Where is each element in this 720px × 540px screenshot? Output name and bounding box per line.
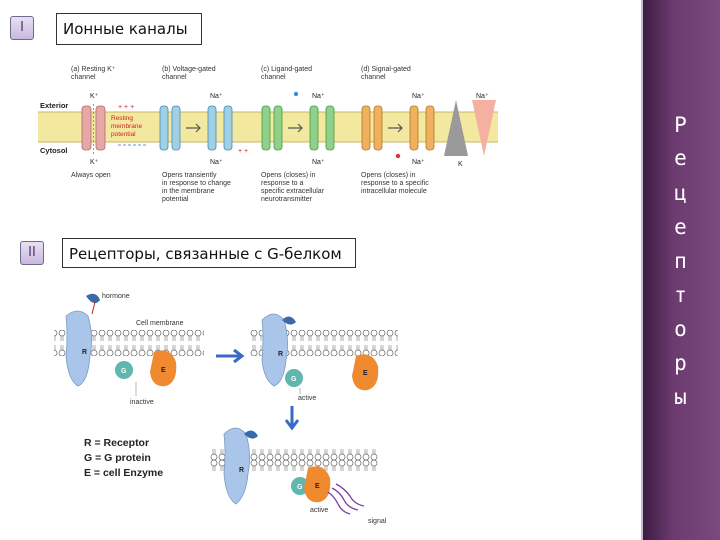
side-word-letter: ы: [674, 385, 687, 409]
caption-d1: Opens (closes) in: [361, 172, 416, 179]
na-d-bottom: Na⁺: [412, 159, 425, 166]
section-title-ion-channels: Ионные каналы: [56, 13, 202, 45]
caption-a: Always open: [71, 172, 111, 179]
enzyme-2: [352, 354, 379, 391]
ligand-gated-channel-closed: [261, 105, 283, 151]
enzyme-1: [150, 350, 177, 387]
caption-c3: specific extracellular: [261, 188, 325, 195]
side-rail: [641, 0, 720, 540]
k-gradient-triangle: [444, 100, 468, 156]
plus-bottom: + +: [238, 148, 248, 155]
caption-c2: response to a: [261, 180, 304, 187]
na-b-bottom: Na⁺: [210, 159, 223, 166]
signal-arrow: [388, 123, 403, 133]
receptor-2-label: R: [278, 351, 283, 358]
cytosol-label: Cytosol: [40, 146, 68, 155]
signal-label: signal: [368, 518, 387, 525]
active-label-1: active: [298, 395, 316, 402]
side-word-letter: е: [674, 215, 687, 239]
k-bottom-label: K⁺: [90, 159, 99, 166]
signal-waves: [327, 483, 365, 515]
panel-c-label2: channel: [261, 74, 286, 81]
section-marker-2: II: [20, 241, 44, 265]
na-c-bottom: Na⁺: [312, 159, 325, 166]
side-word-letter: т: [674, 283, 687, 307]
panel-d-label: (d) Signal-gated: [361, 66, 411, 73]
gpcr-diagram: hormone Cell membrane R G E inactive R G…: [54, 293, 398, 525]
na-gradient-triangle: [472, 100, 496, 156]
voltage-gated-channel-open: [207, 105, 233, 151]
caption-b3: in the membrane: [162, 188, 215, 195]
section-title-gpcr: Рецепторы, связанные с G-белком: [62, 238, 356, 268]
resting-label-2: membrane: [111, 123, 142, 130]
voltage-arrow: [186, 123, 201, 133]
resting-label-3: potential: [111, 131, 136, 138]
na-d-top: Na⁺: [412, 93, 425, 100]
voltage-gated-channel-closed: [159, 105, 181, 151]
inactive-label: inactive: [130, 399, 154, 406]
cell-membrane-label: Cell membrane: [136, 320, 184, 327]
k-right-label: K: [458, 161, 463, 168]
caption-b4: potential: [162, 196, 189, 203]
legend-receptor: R = Receptor: [84, 437, 149, 449]
legend-enzyme: E = cell Enzyme: [84, 467, 163, 479]
ligand-molecule: [293, 91, 299, 97]
enzyme-1-label: E: [161, 367, 166, 374]
g-protein-2-label: G: [291, 376, 297, 383]
caption-c4: neurotransmitter: [261, 196, 313, 203]
legend-g-protein: G = G protein: [84, 452, 151, 464]
ion-channels-diagram: (a) Resting K⁺ channel (b) Voltage-gated…: [38, 66, 498, 203]
enzyme-2-label: E: [363, 370, 368, 377]
transition-arrow-down: [284, 406, 300, 431]
panel-b-label2: channel: [162, 74, 187, 81]
na-right-label: Na⁺: [476, 93, 489, 100]
panel-d-label2: channel: [361, 74, 386, 81]
receptor-1: [65, 310, 92, 387]
ligand-arrow: [288, 123, 303, 133]
na-c-top: Na⁺: [312, 93, 325, 100]
caption-b2: in response to change: [162, 180, 231, 187]
side-word-letter: о: [674, 317, 687, 341]
g-protein-1: [115, 361, 133, 379]
side-word-letter: Р: [674, 113, 687, 137]
caption-d2: response to a specific: [361, 180, 429, 187]
signal-molecule: [395, 153, 401, 159]
side-word-letter: ц: [674, 181, 687, 205]
caption-c1: Opens (closes) in: [261, 172, 316, 179]
panel-c-label: (c) Ligand-gated: [261, 66, 312, 73]
panel-a-label2: channel: [71, 74, 96, 81]
panel-a-label: (a) Resting K⁺: [71, 66, 116, 73]
receptor-3: [223, 427, 250, 505]
enzyme-3-label: E: [315, 483, 320, 490]
receptor-2: [261, 313, 288, 387]
receptor-3-label: R: [239, 467, 244, 474]
signal-gated-channel-open: [409, 105, 435, 151]
plus-top: + + +: [118, 104, 134, 111]
resting-label-1: Resting: [111, 115, 133, 122]
g-protein-3-label: G: [297, 484, 303, 491]
resting-k-channel: [81, 104, 106, 154]
section-marker-1: I: [10, 16, 34, 40]
g-protein-2: [285, 369, 303, 387]
side-word-letter: п: [674, 249, 687, 273]
receptor-1-label: R: [82, 349, 87, 356]
side-word-letter: р: [674, 351, 687, 375]
caption-d3: intracellular molecule: [361, 188, 427, 195]
hormone-label: hormone: [102, 293, 130, 300]
side-word-letter: е: [674, 146, 687, 170]
ligand-gated-channel-open: [309, 105, 335, 151]
side-rail-divider: [641, 0, 643, 540]
k-top-label: K⁺: [90, 93, 99, 100]
exterior-label: Exterior: [40, 101, 68, 110]
caption-b1: Opens transiently: [162, 172, 217, 179]
na-b-top: Na⁺: [210, 93, 223, 100]
g-protein-1-label: G: [121, 368, 127, 375]
signal-gated-channel-closed: [361, 105, 383, 151]
hormone-molecule: [86, 293, 100, 304]
panel-b-label: (b) Voltage-gated: [162, 66, 216, 73]
enzyme-3: [304, 466, 331, 503]
active-label-2: active: [310, 507, 328, 514]
transition-arrow-right: [216, 348, 245, 364]
